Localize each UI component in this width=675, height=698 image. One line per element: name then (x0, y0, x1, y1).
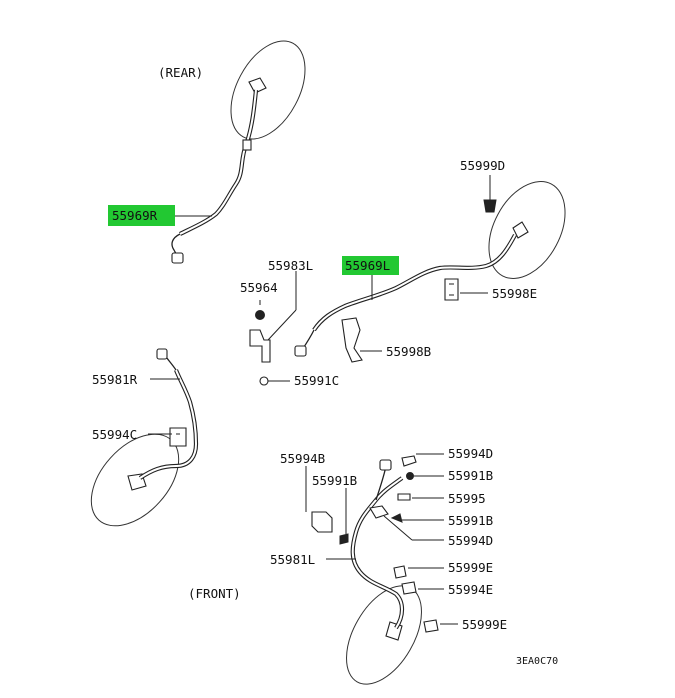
bolt-55991B-left (339, 533, 349, 545)
part-55999E-lower: 55999E (462, 617, 507, 632)
rear-right-assembly (171, 40, 306, 264)
rear-right-clip (242, 139, 252, 151)
bolt-55991B-lower (390, 513, 403, 523)
part-55981L: 55981L (270, 552, 315, 567)
part-55983L: 55983L (268, 258, 313, 273)
bolt-55991B-upper (406, 472, 414, 480)
front-left-harness-wire-inner (351, 477, 403, 629)
bracket-55994D-lower (369, 505, 389, 519)
part-55994C: 55994C (92, 427, 137, 442)
highlight-55969L (342, 256, 399, 275)
front-left-connector (379, 459, 392, 471)
bracket-55998B (341, 317, 363, 363)
part-55994E: 55994E (448, 582, 493, 597)
part-55991B-lower: 55991B (448, 513, 493, 528)
rear-right-brake-disc (230, 40, 306, 140)
part-55995: 55995 (448, 491, 486, 506)
part-55994B: 55994B (280, 451, 325, 466)
front-left-brake-disc (346, 585, 422, 685)
front-right-connector (156, 348, 168, 360)
part-55998B: 55998B (386, 344, 431, 359)
part-55994D-lower: 55994D (448, 533, 493, 548)
bracket-55994D-upper (401, 455, 417, 467)
part-55991B-upper: 55991B (448, 468, 493, 483)
bolt-55991C (259, 376, 269, 386)
part-55999D-top: 55999D (460, 158, 505, 173)
rear-right-harness-wire-inner (179, 89, 257, 235)
part-55998E: 55998E (492, 286, 537, 301)
part-55981R: 55981R (92, 372, 138, 387)
label-front: (FRONT) (188, 586, 241, 601)
rear-left-harness-wire-inner (313, 234, 516, 331)
front-right-assembly (90, 348, 199, 527)
bracket-55994C (169, 427, 187, 447)
bolt-55964 (255, 310, 265, 320)
bolt-55999E-upper (393, 565, 407, 579)
part-55994D-upper: 55994D (448, 446, 493, 461)
bolt-55999D-top (483, 199, 497, 213)
bracket-55998E (444, 278, 459, 301)
part-55969L: 55969L (345, 258, 390, 273)
front-right-harness-wire-inner (139, 369, 198, 479)
bracket-55983L (249, 329, 271, 363)
highlight-55969R (108, 205, 175, 226)
rear-left-sensor-head (512, 221, 529, 239)
drawing-code: 3EA0C70 (516, 656, 558, 667)
rear-left-brake-disc (488, 181, 566, 279)
clip-55995 (397, 493, 411, 501)
leader-55983L-b (267, 309, 297, 341)
label-rear: (REAR) (158, 65, 203, 80)
rear-left-harness-wire (312, 234, 517, 332)
part-55999E-upper: 55999E (448, 560, 493, 575)
bracket-55994B (311, 511, 333, 533)
part-55991C: 55991C (294, 373, 339, 388)
leader-55994D-lower (383, 515, 413, 541)
rear-left-connector (294, 345, 307, 357)
front-left-assembly (311, 455, 439, 685)
bracket-55994E (401, 581, 417, 595)
part-55964: 55964 (240, 280, 278, 295)
bolt-55999E-lower (423, 619, 439, 633)
rear-right-sensor-head (248, 77, 267, 94)
front-left-harness-wire (350, 476, 405, 630)
part-55991B-left: 55991B (312, 473, 357, 488)
rear-right-connector (171, 252, 184, 264)
rear-left-assembly (249, 181, 566, 386)
part-55969R: 55969R (112, 208, 158, 223)
